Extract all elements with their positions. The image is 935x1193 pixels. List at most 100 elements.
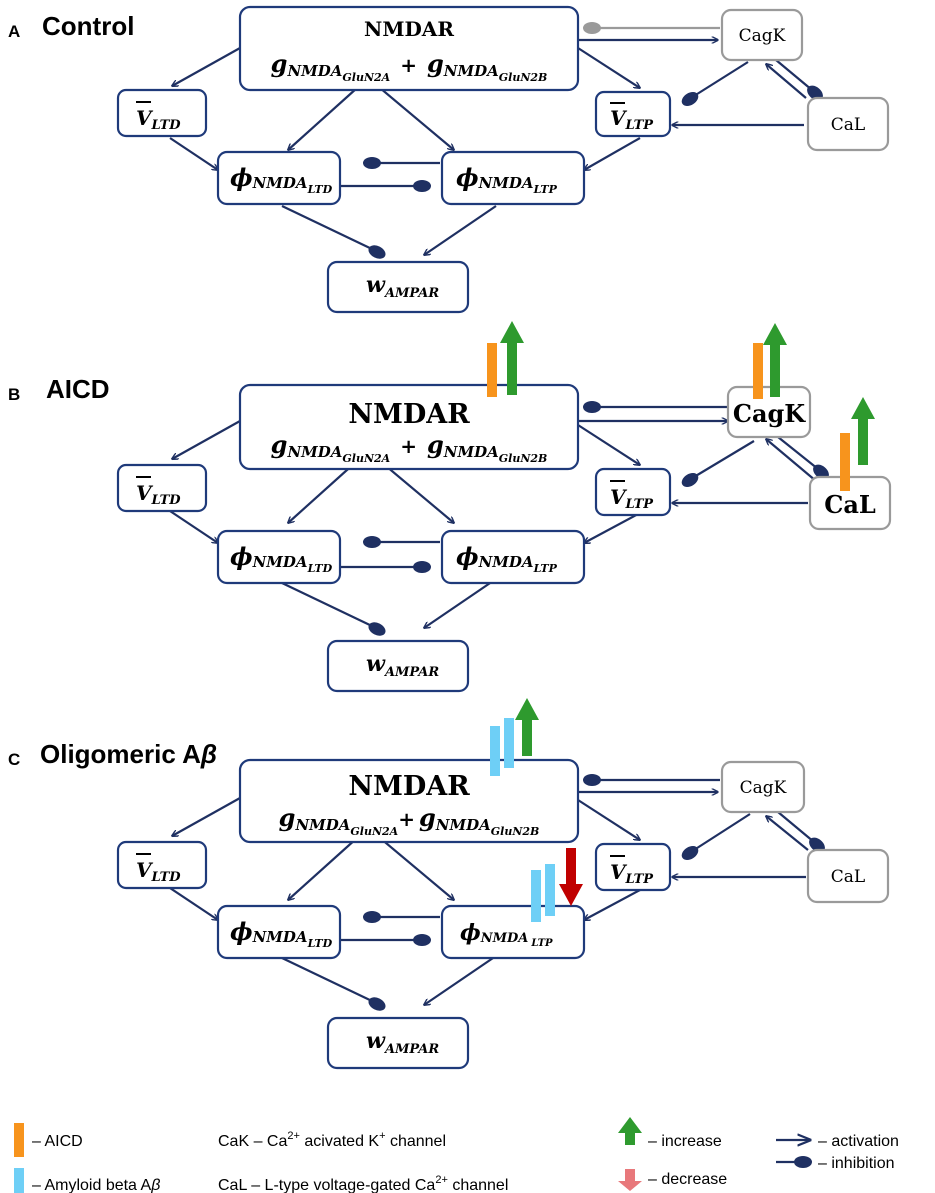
- svg-text:CaL: CaL: [824, 490, 876, 519]
- svg-text:ϕNMDALTP: ϕNMDALTP: [456, 542, 558, 575]
- node-cagk: CagK: [720, 760, 806, 814]
- edge-cal-cagk: [766, 816, 809, 851]
- inhib-cagk-nmdar: [583, 774, 720, 786]
- inhib-phiLTD-phiLTP: [340, 561, 431, 573]
- node-cal: CaL: [808, 475, 892, 531]
- abeta-bar: [545, 864, 555, 916]
- svg-text:VLTD: VLTD: [136, 106, 181, 133]
- inhibition-edges: [281, 774, 825, 1011]
- edge-philtp-w: [424, 955, 497, 1005]
- inhib-cagk-nmdar: [583, 401, 728, 413]
- svg-text:ϕNMDALTD: ϕNMDALTD: [230, 542, 333, 575]
- node-cal: CaL: [806, 96, 890, 152]
- node-vltp: VLTP: [594, 842, 672, 892]
- node-phi-ltp: ϕNMDALTP: [440, 150, 586, 206]
- aicd-bar: [753, 343, 763, 399]
- nmdar-title: NMDAR: [348, 399, 470, 430]
- legend-increase-arrow-icon: [618, 1117, 642, 1145]
- inhib-cagk-cal: [777, 811, 825, 853]
- inhib-phiLTD-w: [281, 957, 386, 1011]
- aicd-bar: [487, 343, 497, 397]
- node-vltd: VLTD: [116, 88, 208, 138]
- legend-activation: – activation: [818, 1133, 899, 1150]
- edge-philtp-w: [424, 578, 497, 628]
- node-vltd: VLTD: [116, 840, 208, 890]
- legend-decrease-arrow-icon: [618, 1169, 642, 1191]
- edge-nmdar-vltp: [577, 799, 640, 840]
- svg-text:wAMPAR: wAMPAR: [366, 1028, 439, 1057]
- edge-cal-cagk: [766, 439, 817, 482]
- legend-amyloid: – Amyloid beta Aβ: [32, 1177, 160, 1193]
- decrease-arrow: [559, 848, 583, 906]
- edge-nmdar-philtd: [288, 460, 358, 523]
- node-cagk: CagK: [726, 385, 812, 439]
- edge-nmdar-vltd: [172, 47, 241, 86]
- edge-nmdar-vltp: [577, 424, 640, 465]
- edge-philtp-w: [424, 205, 497, 255]
- svg-text:VLTP: VLTP: [610, 485, 654, 512]
- node-vltp: VLTP: [594, 467, 672, 517]
- edge-cal-cagk: [766, 64, 807, 99]
- panel-title: Oligomeric Aβ: [40, 739, 217, 769]
- node-w-ampar: wAMPAR: [326, 1016, 470, 1070]
- svg-text:VLTP: VLTP: [610, 860, 654, 887]
- panel-title: AICD: [46, 374, 110, 404]
- legend-aicd: – AICD: [32, 1133, 83, 1150]
- inhib-cagk-vltp: [681, 61, 749, 106]
- marker-philtp-abeta: [531, 848, 583, 922]
- node-vltp: VLTP: [594, 90, 672, 138]
- inhib-phiLTD-phiLTP: [340, 934, 431, 946]
- legend-inhibition-icon: [794, 1156, 812, 1168]
- svg-text:CagK: CagK: [740, 778, 787, 798]
- panel-letter: B: [8, 385, 20, 404]
- edges: [169, 792, 809, 1005]
- edge-nmdar-philtd: [288, 87, 358, 150]
- edge-nmdar-vltd: [172, 420, 241, 459]
- inhib-cagk-cal: [775, 59, 823, 101]
- marker-nmdar-abeta: [490, 698, 539, 776]
- node-phi-ltd: ϕNMDALTD: [216, 904, 342, 960]
- svg-text:ϕNMDALTP: ϕNMDALTP: [456, 163, 558, 196]
- inhib-phiLTP-phiLTD: [363, 157, 440, 169]
- inhib-cagk-vltp: [681, 813, 751, 860]
- node-nmdar: NMDAR gNMDAGluN2A+gNMDAGluN2B: [238, 383, 580, 471]
- aicd-bar: [840, 433, 850, 491]
- edge-nmdar-vltd: [172, 797, 241, 836]
- edge-vltd-philtd: [169, 510, 218, 543]
- inhib-phiLTD-w: [281, 582, 386, 636]
- legend-inhibition: – inhibition: [818, 1155, 895, 1172]
- node-w-ampar: wAMPAR: [326, 260, 470, 314]
- edge-nmdar-vltp: [577, 47, 640, 88]
- panel-letter: C: [8, 750, 20, 769]
- inhibition-edges: [281, 401, 829, 636]
- legend: – AICD – Amyloid beta Aβ CaK – Ca2+ aciv…: [14, 1117, 899, 1193]
- nmdar-title: NMDAR: [364, 17, 454, 41]
- abeta-bar: [490, 726, 500, 776]
- legend-decrease: – decrease: [648, 1171, 727, 1188]
- marker-cal-aicd: [840, 397, 875, 491]
- edges: [169, 40, 807, 255]
- edge-nmdar-philtp: [379, 460, 454, 523]
- edge-vltp-philtp: [584, 137, 641, 170]
- edge-nmdar-philtp: [379, 837, 454, 900]
- legend-cal: CaL – L-type voltage-gated Ca2+ channel: [218, 1174, 508, 1193]
- edge-nmdar-philtd: [288, 837, 358, 900]
- panel-title: Control: [42, 11, 134, 41]
- svg-text:CaL: CaL: [831, 867, 865, 887]
- inhib-cagk-nmdar: [583, 22, 720, 34]
- svg-text:VLTD: VLTD: [136, 858, 181, 885]
- abeta-bar: [504, 718, 514, 768]
- panel-oligomeric-abeta: C Oligomeric Aβ: [8, 698, 890, 1070]
- node-phi-ltd: ϕNMDALTD: [216, 529, 342, 585]
- legend-amyloid-swatch: [14, 1168, 24, 1193]
- node-nmdar: NMDAR gNMDAGluN2A+gNMDAGluN2B: [238, 758, 580, 844]
- edge-vltd-philtd: [169, 137, 218, 170]
- edge-vltp-philtp: [584, 889, 641, 920]
- node-phi-ltp: ϕNMDALTP: [440, 529, 586, 585]
- inhib-phiLTD-phiLTP: [340, 180, 431, 192]
- node-w-ampar: wAMPAR: [326, 639, 470, 693]
- node-phi-ltd: ϕNMDALTD: [216, 150, 342, 206]
- inhib-cagk-vltp: [681, 440, 755, 487]
- nmdar-formula: gNMDAGluN2A+gNMDAGluN2B: [279, 803, 540, 838]
